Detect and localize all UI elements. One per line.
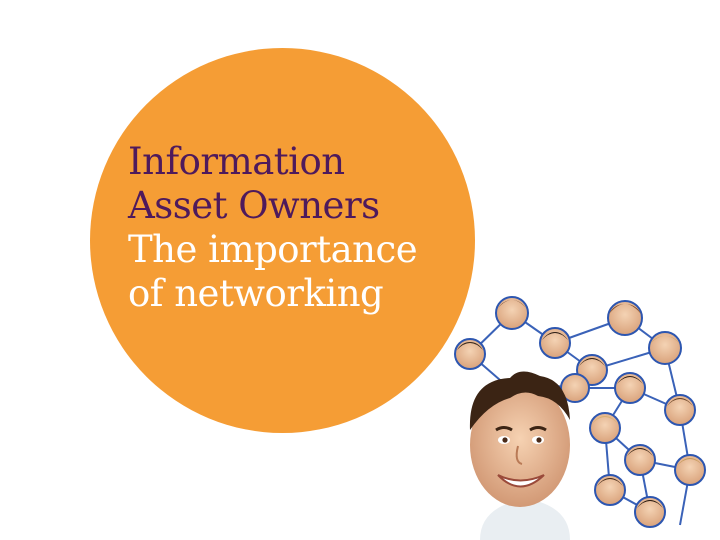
social-network-image (454, 296, 706, 540)
title-line-1: Information (128, 140, 345, 183)
orange-circle (90, 48, 475, 433)
face-node (495, 296, 529, 330)
face-node (589, 412, 621, 444)
title-line-2: Asset Owners (128, 184, 380, 227)
face-node (634, 496, 666, 528)
subtitle-line-1: The importance (128, 228, 418, 271)
network-node-faces (454, 296, 706, 528)
subtitle-line-2: of networking (128, 272, 384, 315)
face-node (614, 372, 646, 404)
face-node (539, 327, 571, 359)
face-node (594, 474, 626, 506)
face-node (454, 338, 486, 370)
face-node (624, 444, 656, 476)
face-node (664, 394, 696, 426)
man-portrait (469, 371, 570, 540)
face-node (674, 454, 706, 486)
title-block: Information Asset Owners The importance … (128, 140, 468, 316)
face-node (607, 300, 643, 336)
face-node (648, 331, 682, 365)
face-node (560, 373, 590, 403)
